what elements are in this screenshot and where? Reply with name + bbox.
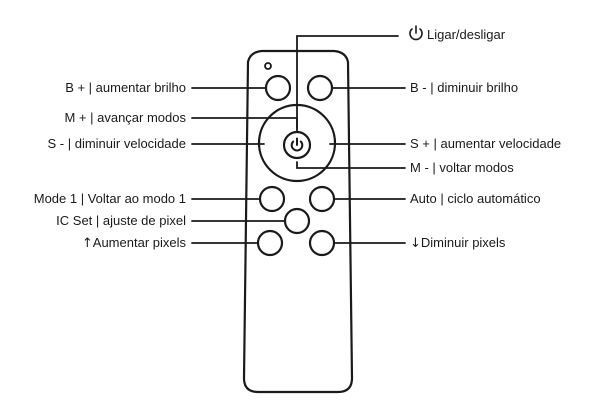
ic-set-label: IC Set | ajuste de pixel — [56, 213, 186, 228]
power-label-icon — [409, 25, 423, 41]
auto-button[interactable] — [308, 185, 336, 213]
m-plus-label: M + | avançar modos — [64, 110, 186, 125]
auto-label: Auto | ciclo automático — [410, 191, 541, 206]
s-plus-label: S + | aumentar velocidade — [410, 136, 562, 151]
b-minus-button[interactable] — [306, 74, 334, 102]
indicator-light — [264, 62, 272, 70]
pixels-up-label: Aumentar pixels — [92, 235, 186, 250]
b-plus-button[interactable] — [264, 74, 292, 102]
leader-power — [296, 35, 399, 133]
m-minus-label: M - | voltar modos — [410, 160, 514, 175]
leader-m-minus — [296, 161, 406, 169]
s-minus-label: S - | diminuir velocidade — [47, 136, 187, 151]
leader-lines — [191, 35, 406, 244]
pixels-up-label-wrap: ↑Aumentar pixels — [82, 235, 186, 252]
remote-body — [242, 49, 354, 394]
power-label: Ligar/desligar — [427, 27, 506, 42]
pixels-up-button[interactable] — [256, 229, 284, 257]
ic-set-button[interactable] — [283, 207, 311, 235]
pixels-down-label-wrap: ↓Diminuir pixels — [410, 235, 505, 252]
b-plus-label: B + | aumentar brilho — [65, 80, 186, 95]
mode1-label: Mode 1 | Voltar ao modo 1 — [33, 191, 186, 206]
pixels-down-button[interactable] — [308, 229, 336, 257]
power-icon — [290, 137, 304, 152]
down-arrow-icon: ↓ — [410, 236, 421, 251]
mode1-button[interactable] — [258, 185, 286, 213]
b-minus-label: B - | diminuir brilho — [410, 80, 519, 95]
up-arrow-icon: ↑ — [81, 236, 93, 251]
pixels-down-label: Diminuir pixels — [420, 235, 506, 250]
leader-m-plus — [191, 117, 298, 129]
